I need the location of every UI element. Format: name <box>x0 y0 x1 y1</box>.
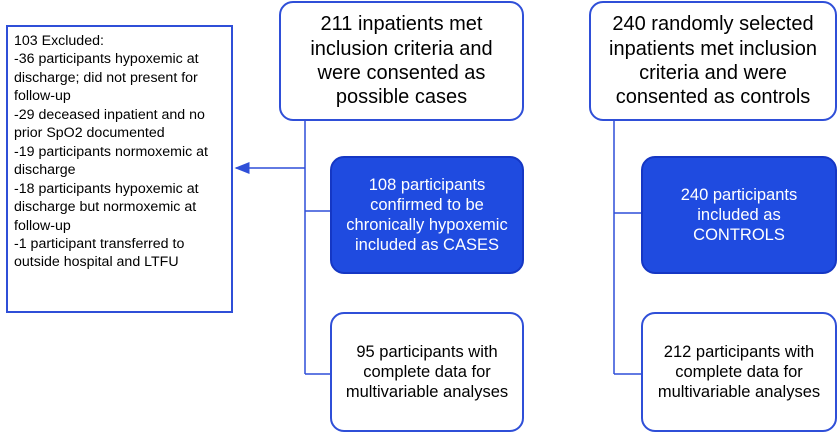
controls-top-box: 240 randomly selected inpatients met inc… <box>589 1 837 121</box>
excluded-item: -36 participants hypoxemic at discharge;… <box>14 51 199 105</box>
controls-top-text: 240 randomly selected inpatients met inc… <box>609 13 817 109</box>
excluded-item: -19 participants normoxemic at discharge <box>14 143 208 179</box>
controls-middle-text: 240 participants included as CONTROLS <box>680 185 798 245</box>
cases-middle-box: 108 participants confirmed to be chronic… <box>330 156 524 274</box>
excluded-title: 103 Excluded: <box>14 33 104 49</box>
controls-middle-box: 240 participants included as CONTROLS <box>641 156 837 274</box>
cases-bottom-box: 95 participants with complete data for m… <box>330 312 524 432</box>
excluded-item: -1 participant transferred to outside ho… <box>14 235 185 271</box>
cases-top-box: 211 inpatients met inclusion criteria an… <box>279 1 524 121</box>
excluded-item: -29 deceased inpatient and no prior SpO2… <box>14 106 205 142</box>
excluded-box: 103 Excluded: -36 participants hypoxemic… <box>6 25 233 313</box>
controls-bottom-text: 212 participants with complete data for … <box>657 342 821 402</box>
controls-bottom-box: 212 participants with complete data for … <box>641 312 837 432</box>
cases-bottom-text: 95 participants with complete data for m… <box>345 342 509 402</box>
excluded-item: -18 participants hypoxemic at discharge … <box>14 180 199 234</box>
cases-top-text: 211 inpatients met inclusion criteria an… <box>310 13 493 109</box>
cases-middle-text: 108 participants confirmed to be chronic… <box>346 175 508 255</box>
